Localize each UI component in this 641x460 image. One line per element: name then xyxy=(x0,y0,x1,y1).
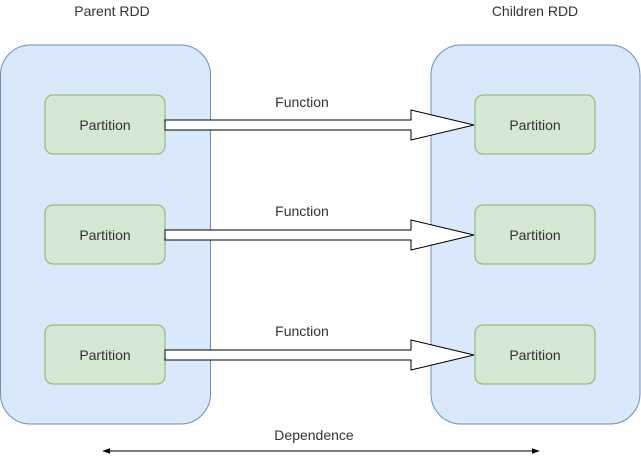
function-arrow xyxy=(164,109,475,141)
children-rdd-title: Children RDD xyxy=(492,3,578,19)
partition-label: Partition xyxy=(79,227,130,243)
partition-label: Partition xyxy=(79,347,130,363)
dependence-label: Dependence xyxy=(274,427,354,443)
child-partition: Partition xyxy=(474,204,596,265)
parent-partition: Partition xyxy=(44,204,166,265)
child-partition: Partition xyxy=(474,324,596,385)
partition-label: Partition xyxy=(79,117,130,133)
function-label: Function xyxy=(275,323,329,339)
partition-label: Partition xyxy=(509,347,560,363)
parent-partition: Partition xyxy=(44,94,166,155)
function-arrow xyxy=(164,339,475,371)
parent-partition: Partition xyxy=(44,324,166,385)
partition-label: Partition xyxy=(509,227,560,243)
partition-label: Partition xyxy=(509,117,560,133)
function-label: Function xyxy=(275,94,329,110)
parent-rdd-title: Parent RDD xyxy=(74,3,149,19)
child-partition: Partition xyxy=(474,94,596,155)
function-label: Function xyxy=(275,203,329,219)
function-arrow xyxy=(164,219,475,251)
